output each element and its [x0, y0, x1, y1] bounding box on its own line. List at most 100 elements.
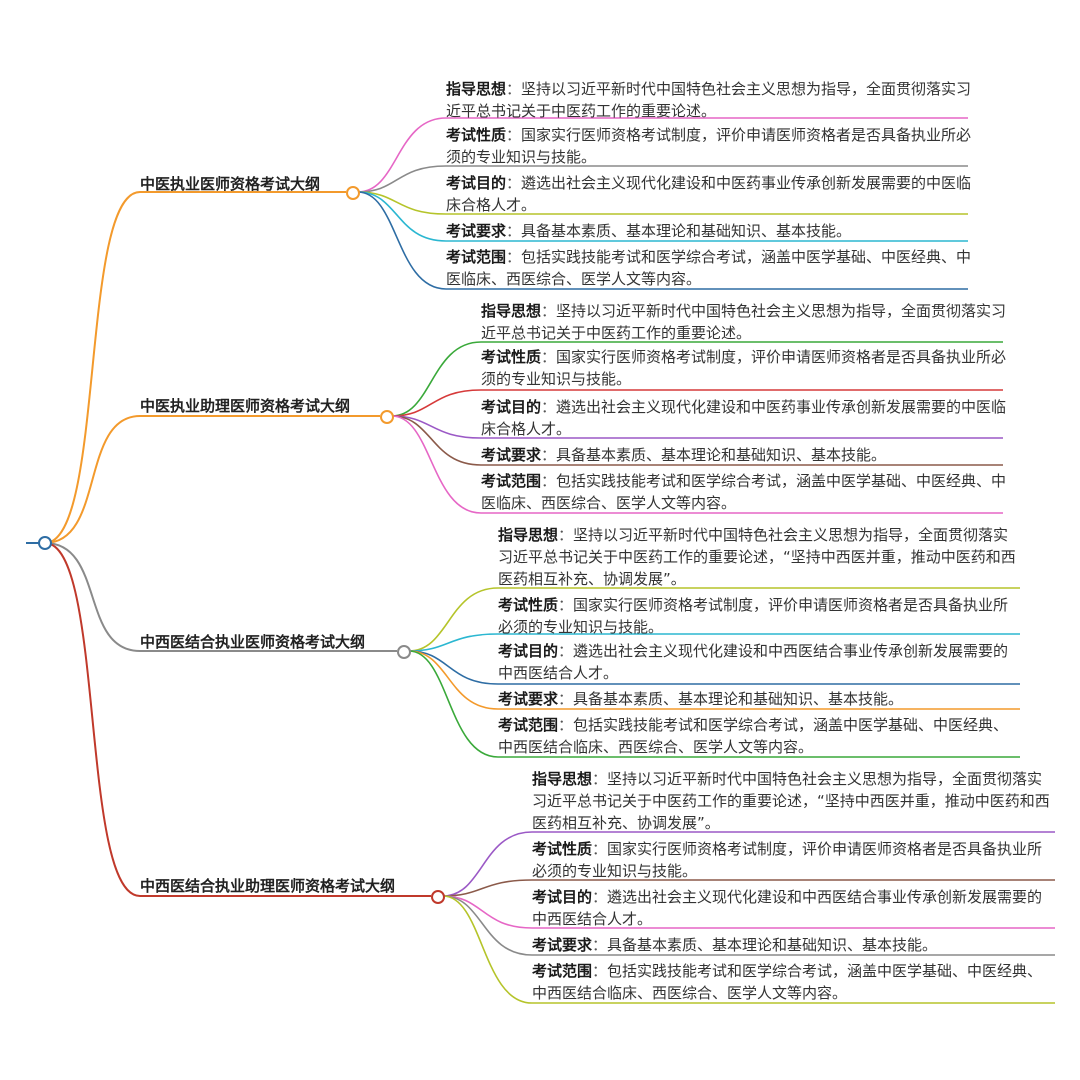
branch-node-2[interactable]: [380, 410, 394, 424]
leaf-key: 考试范围: [498, 716, 559, 734]
leaf-sep: ：: [592, 936, 608, 954]
leaf-2-4[interactable]: 考试要求：具备基本素质、基本理论和基础知识、基本技能。: [481, 444, 1011, 466]
leaf-key: 考试范围: [446, 248, 507, 266]
branch-node-4[interactable]: [431, 890, 445, 904]
leaf-3-2[interactable]: 考试性质：国家实行医师资格考试制度，评价申请医师资格者是否具备执业所必须的专业知…: [498, 594, 1018, 638]
leaf-sep: ：: [541, 398, 557, 416]
leaf-text: 遴选出社会主义现代化建设和中西医结合事业传承创新发展需要的中西医结合人才。: [532, 888, 1043, 928]
leaf-3-5[interactable]: 考试范围：包括实践技能考试和医学综合考试，涵盖中医学基础、中医经典、中西医结合临…: [498, 714, 1018, 758]
branch-node-1[interactable]: [346, 186, 360, 200]
leaf-connector-3-5: [408, 650, 1020, 758]
leaf-key: 考试要求: [446, 222, 507, 240]
branch-node-3[interactable]: [397, 645, 411, 659]
leaf-connector-3-4: [408, 650, 1020, 710]
leaf-sep: ：: [558, 716, 574, 734]
leaf-2-3[interactable]: 考试目的：遴选出社会主义现代化建设和中医药事业传承创新发展需要的中医临床合格人才…: [481, 396, 1011, 440]
leaf-sep: ：: [592, 840, 608, 858]
leaf-key: 考试目的: [498, 642, 559, 660]
leaf-key: 指导思想: [498, 526, 559, 544]
branch-title-2[interactable]: 中医执业助理医师资格考试大纲: [140, 397, 351, 415]
leaf-connector-4-3: [442, 895, 1055, 929]
leaf-sep: ：: [558, 642, 574, 660]
leaf-key: 考试要求: [532, 936, 593, 954]
leaf-text: 坚持以习近平新时代中国特色社会主义思想为指导，全面贯彻落实习近平总书记关于中医药…: [498, 526, 1016, 588]
leaf-3-1[interactable]: 指导思想：坚持以习近平新时代中国特色社会主义思想为指导，全面贯彻落实习近平总书记…: [498, 524, 1018, 590]
leaf-text: 包括实践技能考试和医学综合考试，涵盖中医学基础、中医经典、中西医结合临床、西医综…: [532, 962, 1043, 1002]
leaf-connector-1-3: [357, 191, 968, 215]
leaf-sep: ：: [541, 446, 557, 464]
leaf-key: 指导思想: [481, 302, 542, 320]
leaf-connector-1-2: [357, 165, 968, 193]
leaf-text: 国家实行医师资格考试制度，评价申请医师资格者是否具备执业所必须的专业知识与技能。: [446, 126, 972, 166]
leaf-connector-2-2: [391, 389, 1003, 417]
leaf-text: 坚持以习近平新时代中国特色社会主义思想为指导，全面贯彻落实习近平总书记关于中医药…: [532, 770, 1050, 832]
leaf-sep: ：: [506, 222, 522, 240]
leaf-4-4[interactable]: 考试要求：具备基本素质、基本理论和基础知识、基本技能。: [532, 934, 1052, 956]
leaf-sep: ：: [592, 962, 608, 980]
leaf-1-5[interactable]: 考试范围：包括实践技能考试和医学综合考试，涵盖中医学基础、中医经典、中医临床、西…: [446, 246, 976, 290]
leaf-text: 国家实行医师资格考试制度，评价申请医师资格者是否具备执业所必须的专业知识与技能。: [498, 596, 1009, 636]
leaf-sep: ：: [506, 80, 522, 98]
leaf-3-4[interactable]: 考试要求：具备基本素质、基本理论和基础知识、基本技能。: [498, 688, 1018, 710]
branch-title-1[interactable]: 中医执业医师资格考试大纲: [140, 175, 321, 193]
branch-connector-2: [44, 415, 380, 544]
leaf-key: 考试要求: [481, 446, 542, 464]
leaf-3-3[interactable]: 考试目的：遴选出社会主义现代化建设和中西医结合事业传承创新发展需要的中西医结合人…: [498, 640, 1018, 684]
leaf-connector-2-1: [391, 341, 1003, 417]
leaf-2-1[interactable]: 指导思想：坚持以习近平新时代中国特色社会主义思想为指导，全面贯彻落实习近平总书记…: [481, 300, 1011, 344]
leaf-text: 遴选出社会主义现代化建设和中西医结合事业传承创新发展需要的中西医结合人才。: [498, 642, 1009, 682]
leaf-connector-2-5: [391, 415, 1003, 514]
leaf-connector-3-1: [408, 587, 1020, 652]
leaf-key: 考试范围: [532, 962, 593, 980]
leaf-key: 考试性质: [498, 596, 559, 614]
branch-title-4[interactable]: 中西医结合执业助理医师资格考试大纲: [140, 877, 396, 895]
branch-connector-1: [44, 191, 346, 544]
branch-connector-4: [44, 542, 431, 897]
leaf-connector-1-1: [357, 117, 968, 193]
leaf-connector-1-4: [357, 191, 968, 242]
leaf-connector-4-5: [442, 895, 1055, 1004]
leaf-4-3[interactable]: 考试目的：遴选出社会主义现代化建设和中西医结合事业传承创新发展需要的中西医结合人…: [532, 886, 1052, 930]
leaf-key: 考试目的: [481, 398, 542, 416]
leaf-sep: ：: [506, 126, 522, 144]
branch-title-3[interactable]: 中西医结合执业医师资格考试大纲: [140, 633, 366, 651]
leaf-text: 具备基本素质、基本理论和基础知识、基本技能。: [521, 222, 852, 240]
leaf-text: 国家实行医师资格考试制度，评价申请医师资格者是否具备执业所必须的专业知识与技能。: [481, 348, 1007, 388]
leaf-connector-1-5: [357, 191, 968, 290]
leaf-key: 考试目的: [532, 888, 593, 906]
branch-connector-3: [44, 542, 397, 652]
leaf-sep: ：: [541, 472, 557, 490]
leaf-key: 指导思想: [446, 80, 507, 98]
leaf-sep: ：: [541, 348, 557, 366]
leaf-1-2[interactable]: 考试性质：国家实行医师资格考试制度，评价申请医师资格者是否具备执业所必须的专业知…: [446, 124, 976, 168]
leaf-1-4[interactable]: 考试要求：具备基本素质、基本理论和基础知识、基本技能。: [446, 220, 976, 242]
leaf-1-3[interactable]: 考试目的：遴选出社会主义现代化建设和中医药事业传承创新发展需要的中医临床合格人才…: [446, 172, 976, 216]
leaf-2-5[interactable]: 考试范围：包括实践技能考试和医学综合考试，涵盖中医学基础、中医经典、中医临床、西…: [481, 470, 1011, 514]
leaf-2-2[interactable]: 考试性质：国家实行医师资格考试制度，评价申请医师资格者是否具备执业所必须的专业知…: [481, 346, 1011, 390]
leaf-sep: ：: [558, 526, 574, 544]
leaf-sep: ：: [592, 888, 608, 906]
leaf-4-5[interactable]: 考试范围：包括实践技能考试和医学综合考试，涵盖中医学基础、中医经典、中西医结合临…: [532, 960, 1052, 1004]
leaf-4-1[interactable]: 指导思想：坚持以习近平新时代中国特色社会主义思想为指导，全面贯彻落实习近平总书记…: [532, 768, 1052, 834]
leaf-key: 指导思想: [532, 770, 593, 788]
leaf-sep: ：: [558, 690, 574, 708]
leaf-connector-4-4: [442, 895, 1055, 956]
leaf-1-1[interactable]: 指导思想：坚持以习近平新时代中国特色社会主义思想为指导，全面贯彻落实习近平总书记…: [446, 78, 976, 122]
leaf-text: 具备基本素质、基本理论和基础知识、基本技能。: [556, 446, 887, 464]
leaf-connector-2-4: [391, 415, 1003, 466]
leaf-key: 考试性质: [481, 348, 542, 366]
leaf-text: 包括实践技能考试和医学综合考试，涵盖中医学基础、中医经典、中西医结合临床、西医综…: [498, 716, 1009, 756]
root-node[interactable]: [38, 536, 52, 550]
leaf-text: 坚持以习近平新时代中国特色社会主义思想为指导，全面贯彻落实习近平总书记关于中医药…: [446, 80, 972, 120]
leaf-4-2[interactable]: 考试性质：国家实行医师资格考试制度，评价申请医师资格者是否具备执业所必须的专业知…: [532, 838, 1052, 882]
leaf-text: 国家实行医师资格考试制度，评价申请医师资格者是否具备执业所必须的专业知识与技能。: [532, 840, 1043, 880]
leaf-text: 包括实践技能考试和医学综合考试，涵盖中医学基础、中医经典、中医临床、西医综合、医…: [481, 472, 1007, 512]
leaf-connector-3-3: [408, 650, 1020, 685]
leaf-key: 考试要求: [498, 690, 559, 708]
leaf-sep: ：: [506, 248, 522, 266]
leaf-text: 坚持以习近平新时代中国特色社会主义思想为指导，全面贯彻落实习近平总书记关于中医药…: [481, 302, 1007, 342]
leaf-connector-4-1: [442, 831, 1055, 897]
leaf-text: 遴选出社会主义现代化建设和中医药事业传承创新发展需要的中医临床合格人才。: [446, 174, 972, 214]
